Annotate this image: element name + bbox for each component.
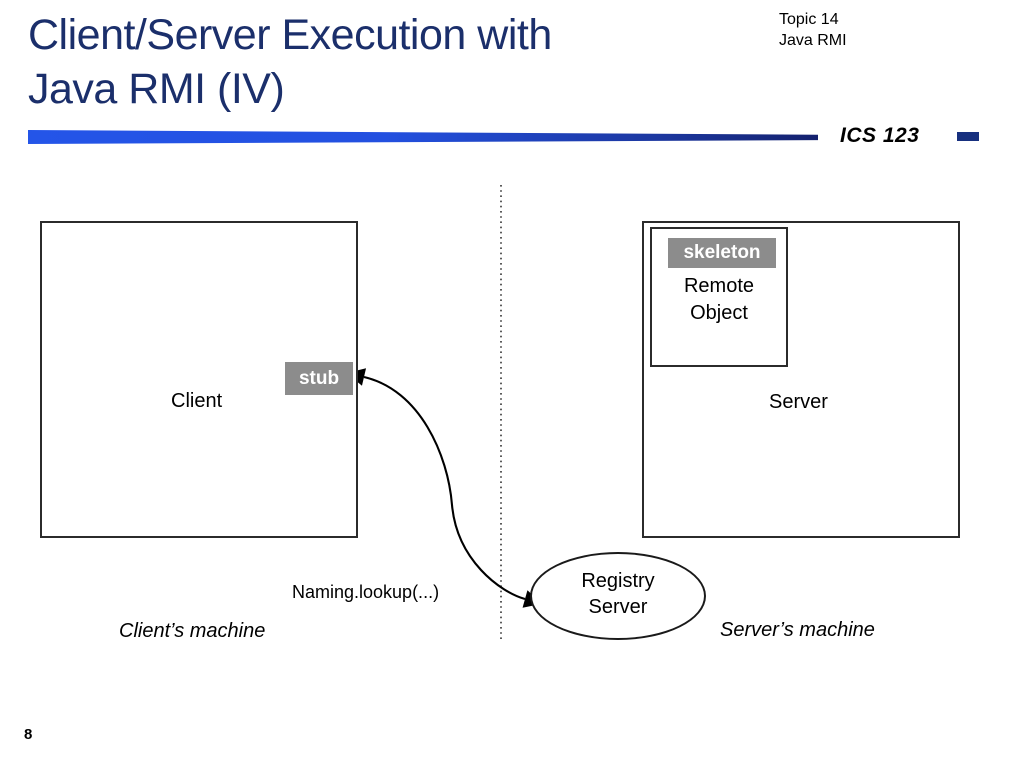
course-label-tick [957, 132, 979, 141]
server-box-label: Server [769, 391, 828, 413]
naming-lookup-label: Naming.lookup(...) [292, 582, 440, 602]
client-box-label: Client [171, 390, 223, 412]
header-divider-bar [28, 130, 818, 144]
topic-subject: Java RMI [779, 32, 847, 49]
page-title: Client/Server Execution with Java RMI (I… [28, 11, 552, 113]
remote-object-label: Remote Object [683, 275, 755, 324]
server-machine-label: Server’s machine [720, 619, 875, 641]
client-machine-label: Client’s machine [119, 620, 266, 642]
topic-block: Topic 14 Java RMI [779, 9, 847, 51]
registry-server-label: Registry Server [581, 570, 655, 618]
stub-tag: stub [285, 362, 353, 395]
page-number: 8 [24, 726, 33, 743]
topic-number: Topic 14 [779, 11, 839, 28]
skeleton-tag: skeleton [668, 238, 776, 268]
lookup-bidirectional-arrow [346, 368, 542, 608]
course-label: ICS 123 [840, 124, 920, 147]
registry-server-ellipse [530, 552, 706, 640]
